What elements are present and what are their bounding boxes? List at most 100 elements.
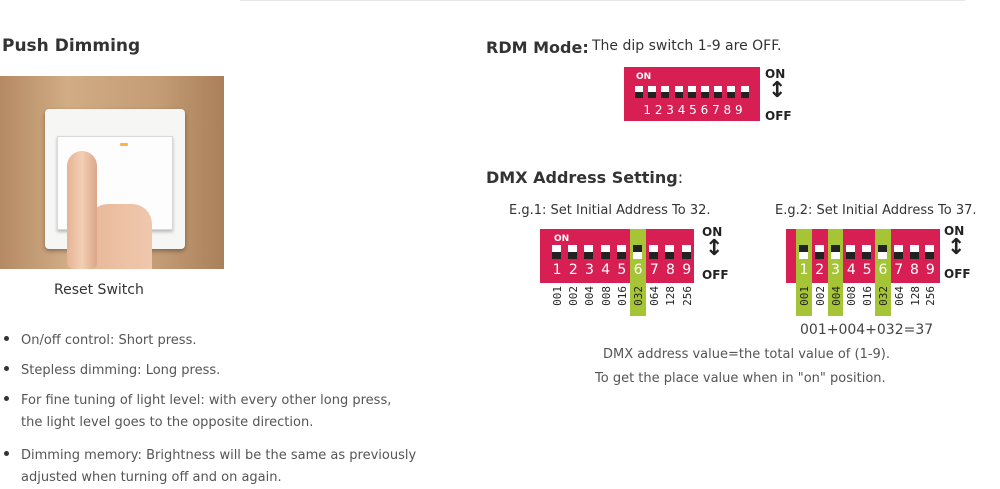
dip-switch-knob <box>893 252 903 259</box>
dmx-title-text: DMX Address Setting <box>486 168 678 187</box>
dip-switch-lever <box>649 245 659 259</box>
hand <box>88 204 152 269</box>
dmx-note-position: To get the place value when in "on" posi… <box>595 371 886 386</box>
dip-number: 2 <box>568 262 578 278</box>
dip-switch-knob <box>909 252 919 259</box>
example-1-label: E.g.1: Set Initial Address To 32. <box>509 203 711 218</box>
value-highlight <box>796 283 812 316</box>
on-label: ON <box>765 67 786 81</box>
list-item: For fine tuning of light level: with eve… <box>4 390 391 434</box>
bullet-text: For fine tuning of light level: with eve… <box>21 393 392 408</box>
dip-switch-lever <box>814 245 824 259</box>
dip-on-label: ON <box>554 234 570 244</box>
on-label: ON <box>944 224 965 238</box>
dip-number: 8 <box>910 262 919 278</box>
dip-number: 7 <box>649 262 659 278</box>
reset-switch-photo <box>0 76 224 269</box>
off-label: OFF <box>702 268 729 282</box>
dip-number: 1 <box>799 262 809 278</box>
place-value-label: 002 <box>567 286 581 306</box>
rdm-dip-switch: ON 1 2 3 4 5 6 7 8 9 <box>624 67 760 121</box>
place-value-label: 064 <box>892 286 906 306</box>
list-item: On/off control: Short press. <box>4 330 196 352</box>
dip-number: 4 <box>601 262 611 278</box>
dip-switch-knob <box>925 252 935 259</box>
dip-number: 9 <box>682 262 692 278</box>
dip-switch-knob <box>635 92 643 98</box>
dip-switch-knob <box>799 245 808 252</box>
dip-number: 3 <box>585 262 594 278</box>
rdm-mode-description: The dip switch 1-9 are OFF. <box>592 38 782 54</box>
dip-switch-knob <box>648 92 657 98</box>
dip-switch-lever <box>661 86 670 98</box>
dip-switch-knob <box>830 245 840 252</box>
place-value-label: 008 <box>845 286 859 306</box>
indicator-light <box>120 143 128 146</box>
dip-switch-knob <box>552 252 561 259</box>
dip-switch-knob <box>862 252 872 259</box>
dmx-title-colon: : <box>677 168 684 187</box>
dip-number: 3 <box>831 262 840 278</box>
on-label: ON <box>702 225 723 239</box>
dip-switch-knob <box>714 92 723 98</box>
bullet-text: Stepless dimming: Long press. <box>21 363 221 378</box>
example-2-sum: 001+004+032=37 <box>800 322 934 338</box>
dip-switch-knob <box>661 92 670 98</box>
dip-number: 7 <box>894 262 904 278</box>
dip-number: 5 <box>862 262 872 278</box>
dip-switch-lever <box>830 245 840 259</box>
place-value-label: 032 <box>877 286 890 306</box>
dip-switch-lever <box>552 245 561 259</box>
bullet-dot-icon <box>4 366 9 371</box>
dip-switch-knob <box>878 245 887 252</box>
dip-switch-knob <box>584 252 594 259</box>
place-value-label: 032 <box>632 286 645 306</box>
place-value-label: 064 <box>648 286 662 306</box>
dip-switch-knob <box>600 252 610 259</box>
place-value-label: 002 <box>813 286 827 306</box>
dip-switch-lever <box>681 245 691 259</box>
bullet-text: On/off control: Short press. <box>21 333 197 348</box>
dip-switch-lever <box>568 245 578 259</box>
dip-switch-lever <box>674 86 683 98</box>
value-highlight <box>827 283 844 316</box>
bullet-text-continued: adjusted when turning off and on again. <box>21 470 282 485</box>
place-value-label: 008 <box>599 286 613 306</box>
dip-switch-lever <box>909 245 919 259</box>
top-divider <box>240 0 965 1</box>
dip-numbers: 1 2 3 4 5 6 7 8 9 <box>643 103 743 117</box>
dip-switch-lever <box>633 245 642 259</box>
bullet-dot-icon <box>4 451 9 456</box>
value-highlight <box>875 283 891 316</box>
place-value-label: 128 <box>664 286 678 306</box>
dip-switch-knob <box>740 92 749 98</box>
rdm-mode-title: RDM Mode: <box>486 38 589 57</box>
dip-switch-lever <box>893 245 903 259</box>
dip-switch-lever <box>925 245 935 259</box>
photo-caption: Reset Switch <box>54 282 144 298</box>
place-value-label: 128 <box>908 286 922 306</box>
dip-switch-knob <box>665 252 675 259</box>
off-label: OFF <box>944 267 971 281</box>
dip-switch-knob <box>814 252 824 259</box>
dip-switch-lever <box>727 86 736 98</box>
dip-switch-lever <box>600 245 610 259</box>
dip-switch-knob <box>701 92 709 98</box>
dip-switch-lever <box>740 86 749 98</box>
up-down-arrow-icon: ↕ <box>768 78 787 103</box>
bullet-text-continued: the light level goes to the opposite dir… <box>21 415 314 430</box>
dip-number: 6 <box>878 262 888 278</box>
up-down-arrow-icon: ↕ <box>705 236 724 261</box>
dip-switch-knob <box>727 92 736 98</box>
dip-switch-lever <box>665 245 675 259</box>
place-value-label: 256 <box>680 286 694 306</box>
dip-switch-knob <box>633 245 642 252</box>
off-label: OFF <box>765 109 792 123</box>
dip-on-label: ON <box>636 72 652 82</box>
place-value-label: 004 <box>583 286 597 306</box>
dip-number: 4 <box>846 262 856 278</box>
bullet-dot-icon <box>4 336 9 341</box>
dip-number: 5 <box>617 262 627 278</box>
list-item: Dimming memory: Brightness will be the s… <box>4 445 416 489</box>
